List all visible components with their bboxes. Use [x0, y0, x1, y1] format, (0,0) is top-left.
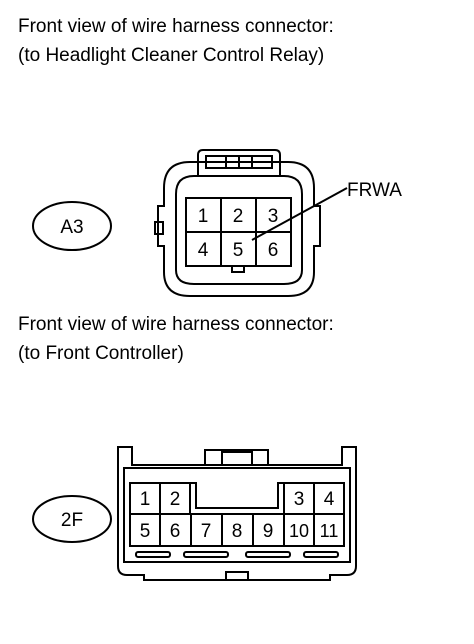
connector-a3-housing	[157, 161, 321, 297]
terminal-11: 11	[320, 521, 339, 541]
slot	[303, 551, 339, 558]
terminal-10: 10	[289, 521, 309, 541]
connector-code-2f: 2F	[61, 510, 83, 531]
terminal-6: 6	[170, 521, 181, 542]
terminal-3: 3	[294, 489, 305, 510]
terminal-5: 5	[140, 521, 151, 542]
connector-2f-inner	[123, 467, 351, 563]
connector-code-bubble	[32, 495, 112, 543]
connector-a3-side-notch	[154, 221, 164, 235]
connector-2f-key	[225, 571, 249, 581]
connector-2f: 2F 1 2 3 4 5 6	[32, 446, 357, 581]
terminal-9: 9	[263, 521, 274, 542]
terminal-1: 1	[140, 489, 151, 510]
terminal-4: 4	[324, 489, 335, 510]
caption-headlight-cleaner-relay: Front view of wire harness connector: (t…	[18, 12, 334, 70]
caption-front-controller: Front view of wire harness connector: (t…	[18, 310, 334, 368]
terminal-8: 8	[232, 521, 243, 542]
connector-a3-key	[231, 265, 245, 273]
terminal-5: 5	[233, 240, 244, 261]
wire-label-frwa: FRWA	[347, 180, 402, 201]
slot	[245, 551, 291, 558]
terminal-7: 7	[201, 521, 212, 542]
terminal-6: 6	[268, 240, 279, 261]
slot	[183, 551, 229, 558]
caption-line-2: (to Front Controller)	[18, 343, 184, 364]
wire-leader-line	[251, 187, 348, 241]
slot	[135, 551, 171, 558]
center-recess	[190, 482, 284, 509]
cavity-row-bottom	[129, 513, 345, 547]
caption-line-1: Front view of wire harness connector:	[18, 314, 334, 335]
connector-code-a3: A3	[60, 217, 83, 238]
terminal-1: 1	[198, 206, 209, 227]
connector-2f-latch	[221, 451, 253, 466]
caption-line-1: Front view of wire harness connector:	[18, 16, 334, 37]
connector-a3-inner	[175, 175, 303, 285]
terminal-2: 2	[170, 489, 181, 510]
terminal-3: 3	[268, 206, 279, 227]
terminal-4: 4	[198, 240, 209, 261]
connector-code-bubble	[32, 201, 112, 251]
terminal-2: 2	[233, 206, 244, 227]
connector-a3: A3 1 2 3 4 5 6 FRWA	[32, 149, 402, 297]
connector-a3-latch	[197, 149, 281, 176]
caption-line-2: (to Headlight Cleaner Control Relay)	[18, 45, 325, 66]
